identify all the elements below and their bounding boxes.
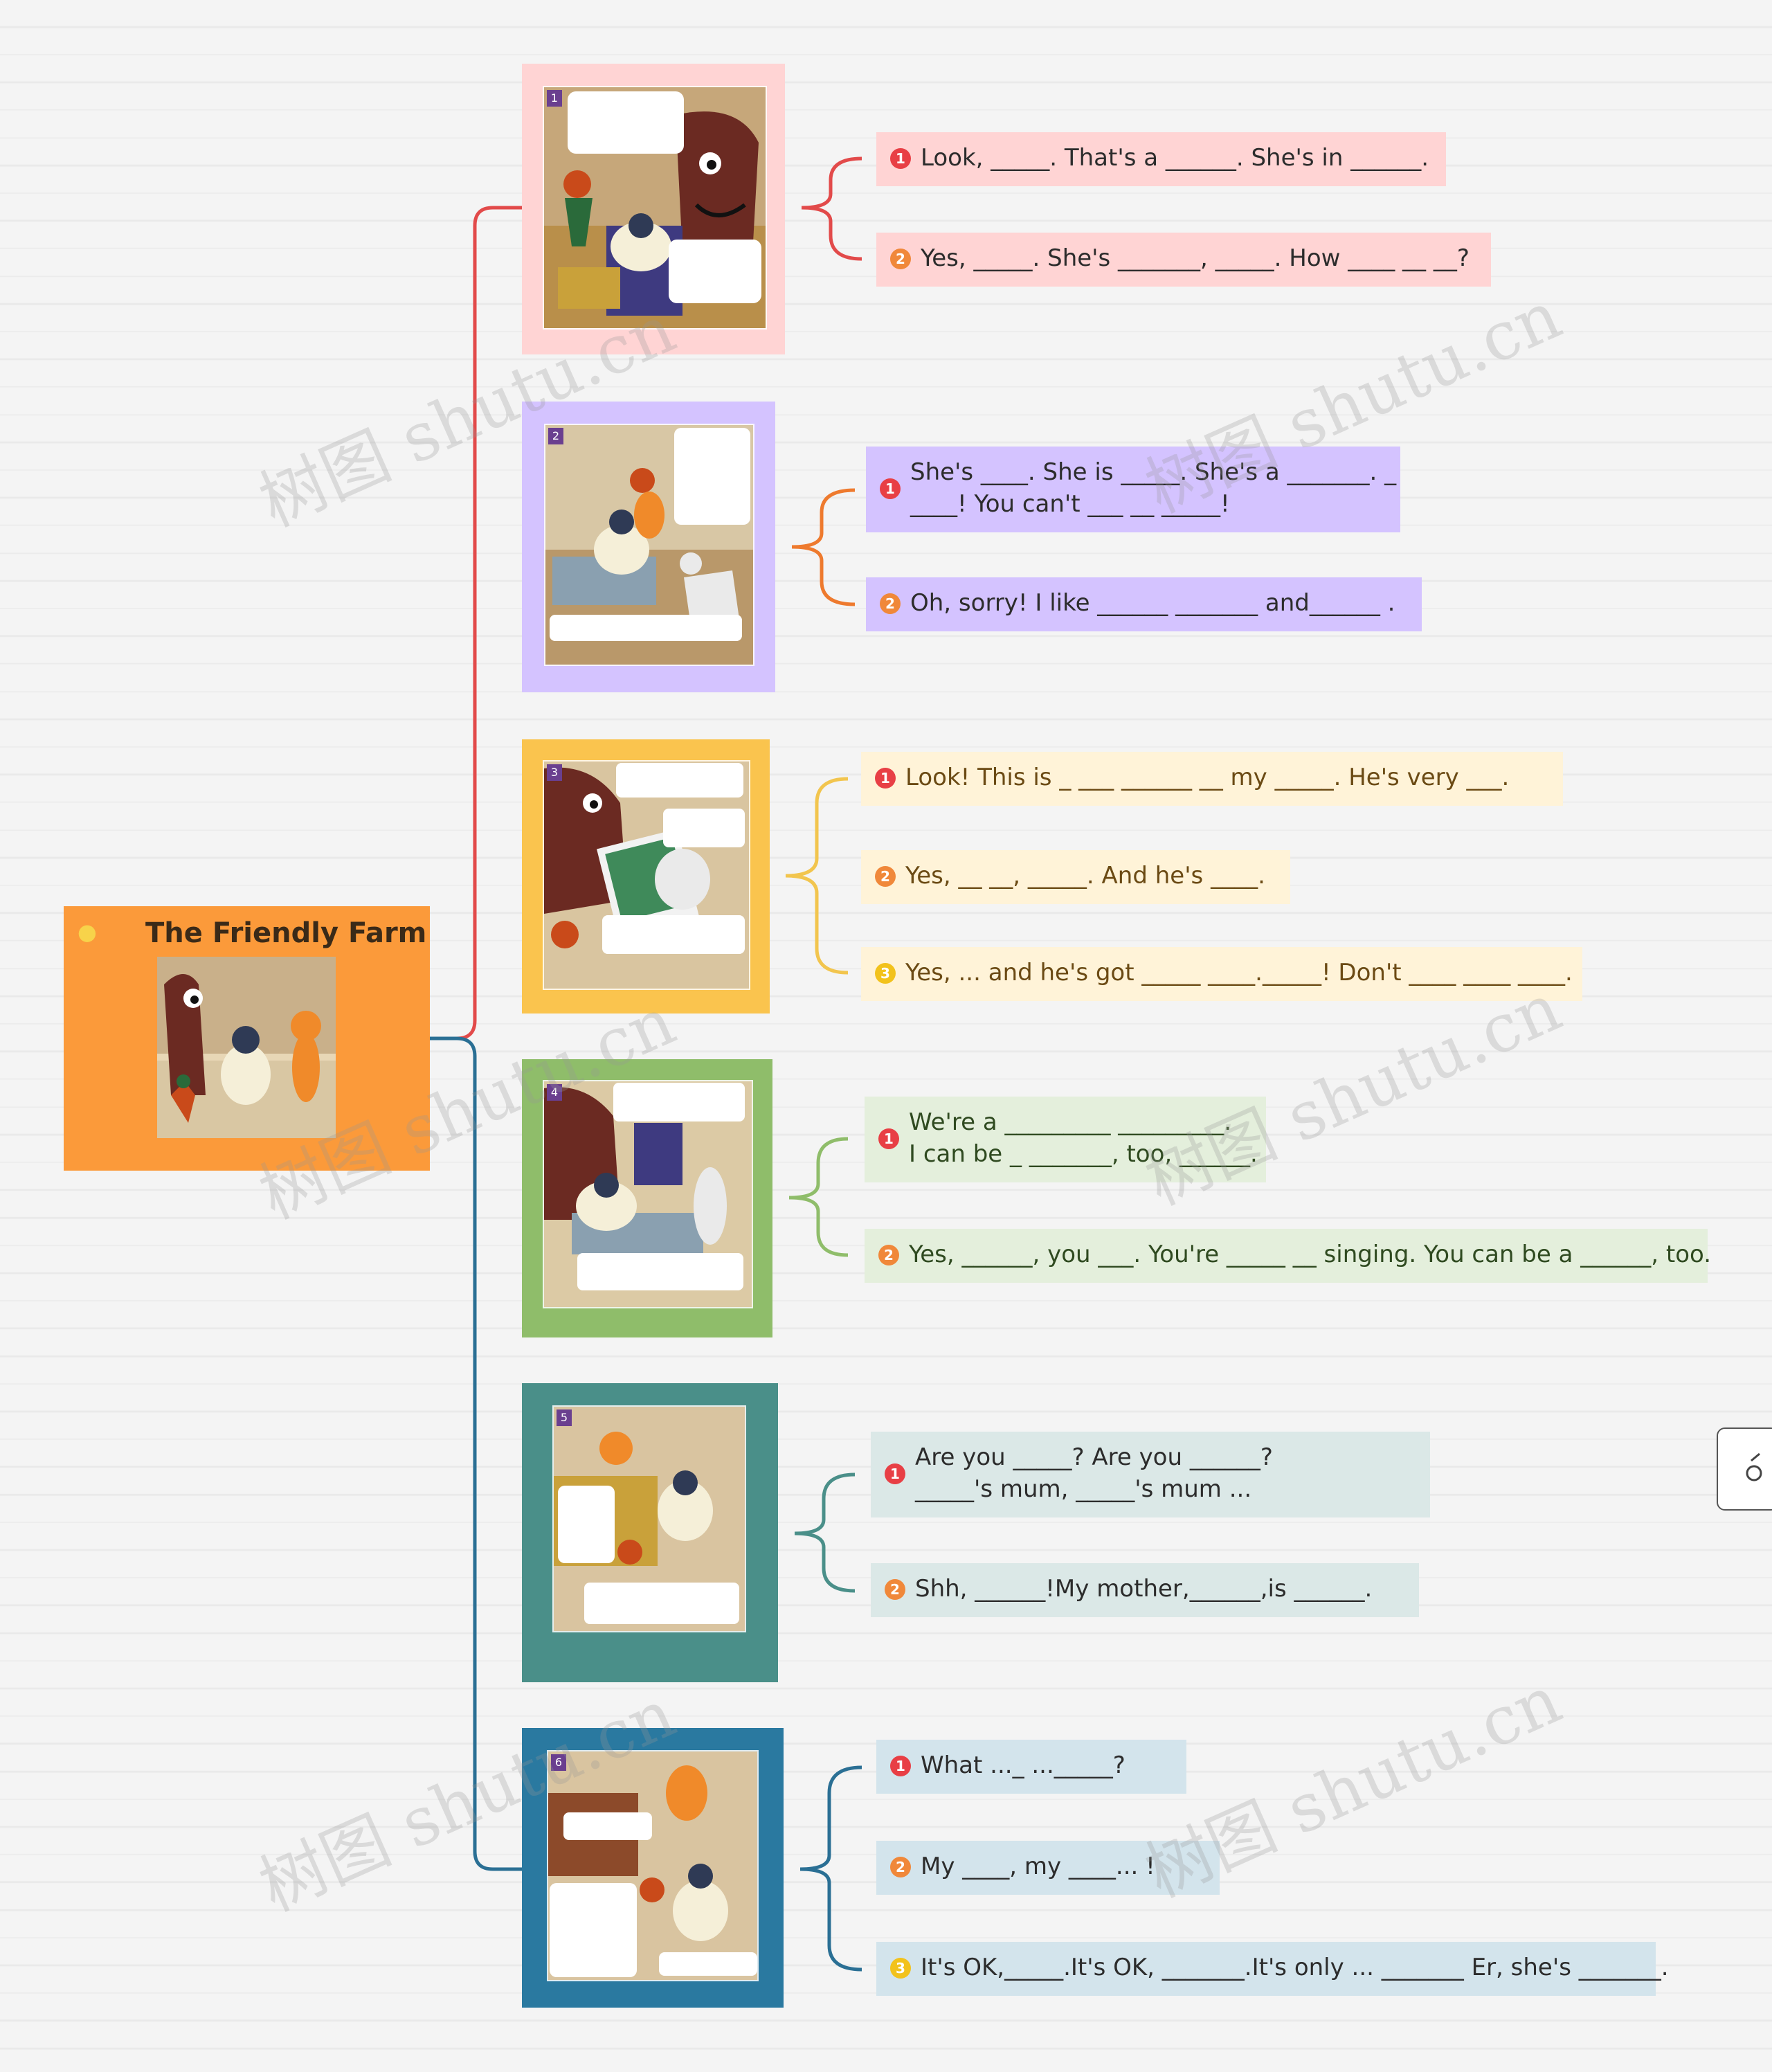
sentence-text: Look! This is _ ___ ______ __ my _____. … [905, 764, 1510, 791]
scene-art-6 [548, 1751, 757, 1980]
branch-line-1 [430, 206, 523, 1040]
sentence-text: _____'s mum, _____'s mum ... [915, 1475, 1252, 1503]
number-badge-1: 1 [875, 768, 896, 789]
sentence-text: She's ____. She is _____. She's a ______… [910, 458, 1397, 486]
scene-card-6[interactable]: 6 [522, 1728, 784, 2008]
number-badge-2: 2 [890, 1857, 911, 1877]
number-badge-2: 2 [885, 1579, 905, 1600]
sentence-text: What ..._ ..._____? [921, 1751, 1125, 1779]
scene-illustration-5: 5 [552, 1405, 746, 1632]
bracket-5 [794, 1472, 856, 1593]
scene-illustration-2: 2 [544, 424, 754, 666]
number-badge-3: 3 [875, 963, 896, 984]
sentence-2-2[interactable]: 2 Oh, sorry! I like ______ _______ and__… [866, 577, 1422, 631]
bracket-6 [799, 1765, 862, 1972]
sentence-4-2[interactable]: 2 Yes, ______, you ___. You're _____ __ … [865, 1229, 1712, 1283]
speech-bubble-blank [577, 1253, 743, 1290]
speech-bubble-blank [659, 1952, 757, 1976]
number-badge-1: 1 [890, 1756, 911, 1776]
speech-bubble-blank [558, 1486, 615, 1563]
sentence-text: My ____, my ____... ! [921, 1853, 1155, 1880]
scene-number-4: 4 [547, 1084, 562, 1101]
sentence-6-1[interactable]: 1 What ..._ ..._____? [876, 1740, 1186, 1794]
scene-number-1: 1 [547, 90, 562, 107]
sentence-6-3[interactable]: 3 It's OK,_____.It's OK, _______.It's on… [876, 1942, 1669, 1996]
scene-illustration-6: 6 [547, 1750, 759, 1981]
speech-bubble-blank [550, 615, 742, 641]
number-badge-1: 1 [878, 1128, 899, 1149]
bracket-4 [788, 1137, 849, 1257]
speech-bubble-blank [563, 1812, 652, 1840]
number-badge-1: 1 [885, 1463, 905, 1484]
sentence-text: Shh, ______!My mother,______,is ______. [915, 1575, 1373, 1603]
number-badge-1: 1 [880, 478, 901, 499]
scene-number-6: 6 [551, 1754, 566, 1771]
scene-number-2: 2 [548, 428, 563, 444]
scene-art-3 [544, 762, 749, 989]
root-node[interactable]: ● The Friendly Farm [64, 906, 430, 1171]
scene-illustration-3: 3 [543, 760, 750, 990]
sentence-5-2[interactable]: 2 Shh, ______!My mother,______,is ______… [871, 1563, 1419, 1617]
scene-card-5[interactable]: 5 [522, 1383, 778, 1682]
sentence-text: Are you _____? Are you ______? [915, 1443, 1273, 1471]
scene-card-3[interactable]: 3 [522, 739, 770, 1014]
sentence-3-1[interactable]: 1 Look! This is _ ___ ______ __ my _____… [861, 752, 1563, 806]
branch-line-main [430, 1036, 523, 1871]
number-badge-2: 2 [878, 1245, 899, 1265]
number-badge-2: 2 [880, 593, 901, 614]
bracket-2 [791, 488, 856, 606]
sentence-6-2[interactable]: 2 My ____, my ____... ! [876, 1841, 1220, 1895]
scene-number-3: 3 [547, 764, 562, 781]
sentence-5-1[interactable]: 1 Are you _____? Are you ______? _____'s… [871, 1432, 1430, 1517]
sentence-text: ____! You can't ___ __ _____! [910, 490, 1230, 518]
sentence-1-2[interactable]: 2 Yes, _____. She's _______, _____. How … [876, 233, 1491, 287]
speech-bubble-blank [550, 1883, 637, 1977]
sentence-text: We're a _________ _________. [909, 1108, 1232, 1136]
speech-bubble-blank [584, 1583, 739, 1624]
root-title: The Friendly Farm [145, 917, 427, 949]
scene-card-1[interactable]: 1 [522, 64, 785, 354]
root-illustration [157, 957, 336, 1138]
circle-icon [1746, 1452, 1762, 1481]
scene-card-2[interactable]: 2 [522, 402, 775, 692]
bracket-1 [801, 156, 862, 261]
speech-bubble-blank [616, 763, 743, 798]
lightbulb-icon: ● [78, 919, 97, 945]
sentence-3-2[interactable]: 2 Yes, __ __, _____. And he's ____. [861, 850, 1290, 904]
sentence-text: Yes, _____. She's _______, _____. How __… [921, 244, 1470, 272]
sentence-text: I can be _ _______, too, ______. [909, 1140, 1258, 1168]
side-panel-toggle[interactable] [1717, 1427, 1772, 1511]
sentence-text: Yes, ... and he's got _____ ____._____! … [905, 959, 1573, 987]
speech-bubble-blank [663, 809, 745, 847]
speech-bubble-blank [669, 240, 761, 303]
sentence-1-1[interactable]: 1 Look, _____. That's a ______. She's in… [876, 132, 1446, 186]
sentence-text: Look, _____. That's a ______. She's in _… [921, 144, 1429, 172]
speech-bubble-blank [613, 1083, 745, 1121]
bracket-3 [785, 777, 849, 975]
number-badge-2: 2 [890, 249, 911, 269]
sentence-4-1[interactable]: 1 We're a _________ _________. I can be … [865, 1097, 1266, 1182]
number-badge-1: 1 [890, 148, 911, 169]
sentence-text: Yes, __ __, _____. And he's ____. [905, 862, 1265, 890]
scene-card-4[interactable]: 4 [522, 1059, 772, 1337]
sentence-text: Yes, ______, you ___. You're _____ __ si… [909, 1241, 1712, 1268]
sentence-text: It's OK,_____.It's OK, _______.It's only… [921, 1954, 1669, 1981]
number-badge-3: 3 [890, 1958, 911, 1979]
scene-illustration-1: 1 [543, 86, 767, 330]
scene-number-5: 5 [557, 1409, 572, 1426]
sentence-text: Oh, sorry! I like ______ _______ and____… [910, 589, 1395, 617]
number-badge-2: 2 [875, 866, 896, 887]
speech-bubble-blank [674, 428, 750, 525]
speech-bubble-blank [602, 915, 745, 954]
scene-illustration-4: 4 [543, 1080, 753, 1308]
sentence-3-3[interactable]: 3 Yes, ... and he's got _____ ____._____… [861, 947, 1582, 1001]
speech-bubble-blank [568, 91, 684, 154]
sentence-2-1[interactable]: 1 She's ____. She is _____. She's a ____… [866, 447, 1400, 532]
